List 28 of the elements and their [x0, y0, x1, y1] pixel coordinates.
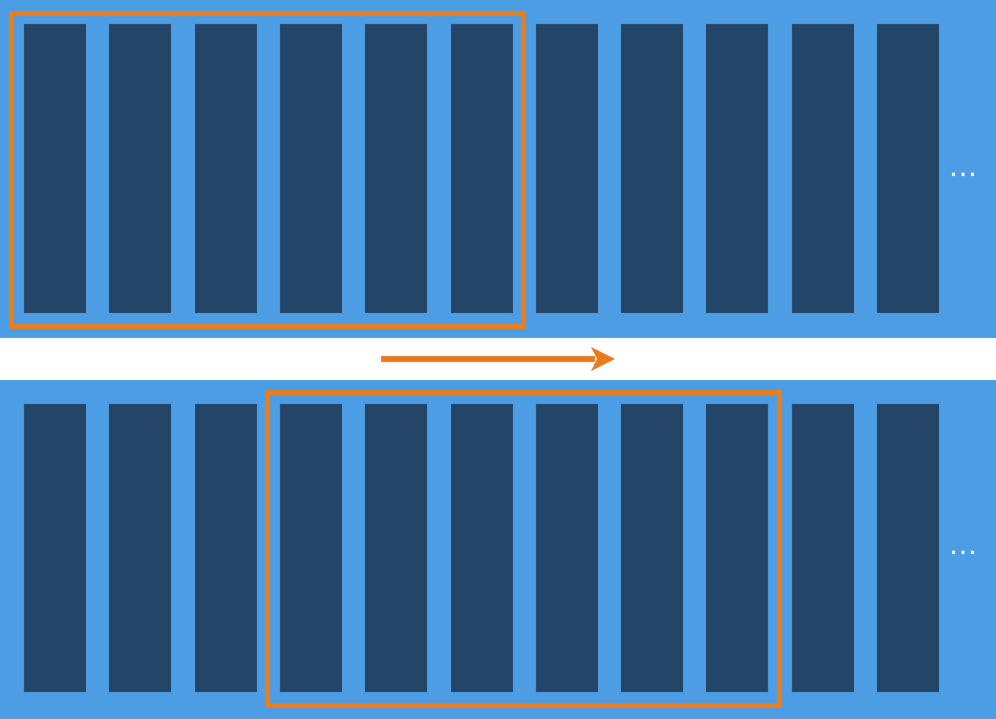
- block-bar: [194, 404, 257, 692]
- block-bar: [109, 24, 172, 313]
- block-bar: [621, 404, 684, 692]
- block-bar: [280, 404, 342, 692]
- block-bar: [280, 24, 342, 313]
- block-bar: [706, 404, 768, 692]
- block-bar: [792, 24, 854, 313]
- block-bar: [877, 404, 939, 692]
- block-bar: [621, 24, 684, 313]
- window-frame: [9, 11, 526, 329]
- block-bar: [536, 404, 598, 692]
- block-bar: [365, 404, 428, 692]
- block-bar: [24, 404, 86, 692]
- block-bar: [24, 24, 86, 313]
- block-bar: [365, 24, 428, 313]
- block-bar: [706, 24, 768, 313]
- block-bar: [194, 24, 257, 313]
- block-bar: [450, 24, 512, 313]
- block-bar: [450, 404, 512, 692]
- block-bar: [109, 404, 172, 692]
- ellipsis-text: …: [948, 152, 978, 182]
- block-bar: [792, 404, 854, 692]
- block-bar: [536, 24, 598, 313]
- ellipsis-text: …: [948, 530, 978, 560]
- window-frame: [265, 390, 782, 708]
- block-bar: [877, 24, 939, 313]
- panel-band: [0, 380, 996, 719]
- panel-band: [0, 0, 996, 338]
